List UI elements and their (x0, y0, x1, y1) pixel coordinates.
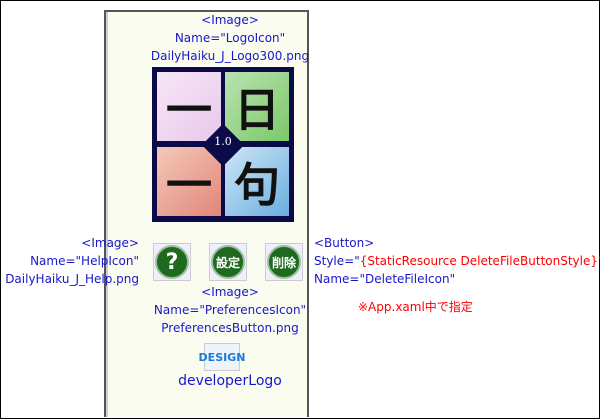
delete-name: Name="DeleteFileIcon" (314, 272, 456, 286)
style-suffix: " (598, 254, 600, 268)
help-icon: ? (155, 245, 189, 279)
delete-file-button[interactable]: 削除 (265, 243, 303, 281)
prefs-file: PreferencesButton.png (161, 321, 299, 335)
preferences-icon: 設定 (211, 245, 245, 279)
logo-file: DailyHaiku_J_Logo300.png (150, 49, 310, 63)
developer-logo: DESIGN (199, 343, 245, 371)
logo-tag: <Image> (201, 13, 259, 27)
prefs-tag: <Image> (201, 285, 259, 299)
help-button[interactable]: ? (153, 243, 191, 281)
delete-tag: <Button> (314, 236, 375, 250)
app-xaml-note: ※App.xaml中で指定 (358, 300, 473, 314)
style-prefix: Style=" (314, 254, 360, 268)
developer-logo-text: DESIGN (198, 350, 246, 364)
logo-quadrant: 句 (225, 147, 289, 216)
version-label: 1.0 (214, 135, 232, 148)
help-name: Name="HelpIcon" (30, 254, 139, 268)
delete-style: Style="{StaticResource DeleteFileButtonS… (314, 252, 600, 270)
logo-icon: 一 日 一 句 1.0 (152, 67, 294, 222)
logo-name: Name="LogoIcon" (174, 31, 286, 45)
help-tag: <Image> (81, 236, 139, 250)
preferences-button[interactable]: 設定 (209, 243, 247, 281)
delete-file-icon: 削除 (267, 245, 301, 279)
logo-quadrant: 一 (157, 147, 221, 216)
style-value: {StaticResource DeleteFileButtonStyle} (359, 254, 598, 268)
prefs-name: Name="PreferencesIcon" (153, 303, 307, 317)
developer-logo-label: developerLogo (178, 373, 282, 389)
logo-quadrant: 日 (225, 72, 289, 141)
logo-quadrant: 一 (157, 72, 221, 141)
help-file: DailyHaiku_J_Help.png (5, 272, 139, 286)
